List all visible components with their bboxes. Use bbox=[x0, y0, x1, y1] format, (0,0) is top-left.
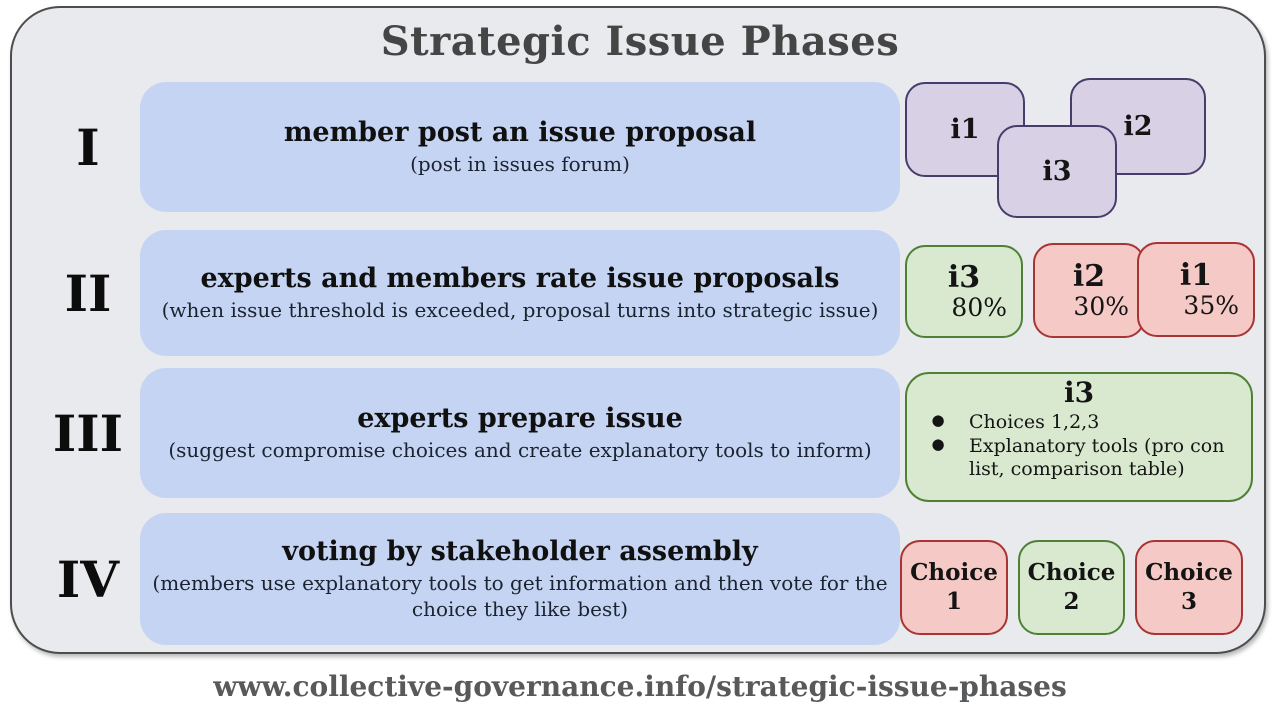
phase-numeral-1: I bbox=[76, 117, 100, 177]
phase-row-3: experts prepare issue (suggest compromis… bbox=[140, 368, 900, 498]
phase-numeral-3: III bbox=[52, 403, 124, 463]
choice-card-3: Choice 3 bbox=[1135, 540, 1243, 635]
phase-row-4: voting by stakeholder assembly (members … bbox=[140, 513, 900, 645]
issue-card-label: i3 bbox=[1042, 156, 1072, 187]
choice-card-2: Choice 2 bbox=[1018, 540, 1125, 635]
rated-card-label: i2 bbox=[1072, 259, 1106, 294]
prepared-issue-card: i3 ● Choices 1,2,3 ● Explanatory tools (… bbox=[905, 372, 1253, 502]
rated-card-value: 35% bbox=[1183, 290, 1239, 320]
issue-card-label: i2 bbox=[1123, 111, 1153, 142]
list-item: ● Explanatory tools (pro con list, compa… bbox=[907, 435, 1251, 483]
choice-card-label: Choice 2 bbox=[1027, 558, 1116, 615]
phase-numeral-4: IV bbox=[56, 549, 120, 609]
issue-card-label: i1 bbox=[950, 114, 980, 145]
rated-card-i2: i2 30% bbox=[1033, 243, 1145, 338]
rated-card-value: 30% bbox=[1073, 291, 1129, 321]
footer-url: www.collective-governance.info/strategic… bbox=[213, 670, 1067, 703]
rated-card-value: 80% bbox=[951, 292, 1007, 322]
choice-card-label: Choice 1 bbox=[910, 558, 998, 615]
choice-card-1: Choice 1 bbox=[900, 540, 1008, 635]
list-item: ● Choices 1,2,3 bbox=[907, 411, 1251, 435]
phase-2-subheading: (when issue threshold is exceeded, propo… bbox=[161, 298, 879, 323]
phase-3-heading: experts prepare issue bbox=[357, 402, 683, 434]
issue-card-i3: i3 bbox=[997, 125, 1117, 218]
page-title: Strategic Issue Phases bbox=[380, 18, 900, 65]
rated-card-label: i3 bbox=[947, 260, 981, 295]
bullet-text: Choices 1,2,3 bbox=[969, 410, 1100, 433]
phase-row-1: member post an issue proposal (post in i… bbox=[140, 82, 900, 212]
bullet-text: Explanatory tools (pro con list, compari… bbox=[969, 434, 1225, 481]
bullet-icon: ● bbox=[931, 434, 945, 453]
phase-row-2: experts and members rate issue proposals… bbox=[140, 230, 900, 356]
rated-card-i1: i1 35% bbox=[1137, 242, 1255, 337]
phase-1-heading: member post an issue proposal bbox=[283, 116, 757, 148]
phase-3-subheading: (suggest compromise choices and create e… bbox=[168, 438, 872, 463]
rated-card-i3: i3 80% bbox=[905, 245, 1023, 338]
prepared-issue-bullet-list: ● Choices 1,2,3 ● Explanatory tools (pro… bbox=[907, 411, 1251, 482]
phase-4-subheading: (members use explanatory tools to get in… bbox=[152, 571, 888, 622]
prepared-issue-label: i3 bbox=[1063, 376, 1095, 409]
phase-numeral-2: II bbox=[64, 263, 112, 323]
phase-1-subheading: (post in issues forum) bbox=[410, 152, 630, 177]
phase-4-heading: voting by stakeholder assembly bbox=[282, 535, 758, 567]
choice-card-label: Choice 3 bbox=[1145, 558, 1233, 615]
issue-card-i1: i1 bbox=[905, 82, 1025, 177]
bullet-icon: ● bbox=[931, 410, 945, 429]
phase-2-heading: experts and members rate issue proposals bbox=[200, 262, 840, 294]
rated-card-label: i1 bbox=[1179, 258, 1213, 293]
